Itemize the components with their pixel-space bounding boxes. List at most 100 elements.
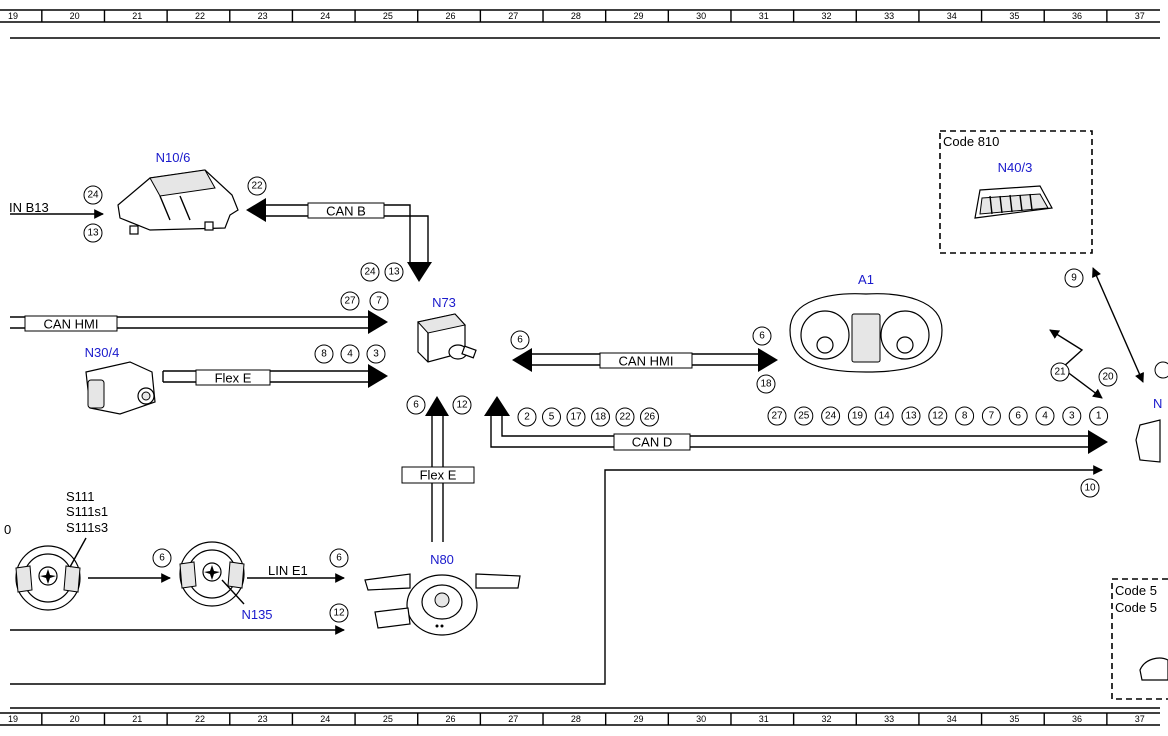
n40-3-link: [1092, 267, 1144, 383]
can-d-right-circle: 13: [901, 406, 921, 426]
can-d-bus: [484, 396, 1108, 454]
svg-text:22: 22: [251, 181, 263, 192]
n10-6-label: N10/6: [156, 150, 191, 165]
svg-text:7: 7: [989, 411, 995, 422]
can-d-right-circle: 4: [1035, 406, 1055, 426]
circle-n73-bottom-a: 6: [406, 395, 426, 415]
top-ruler-label: 32: [821, 11, 831, 21]
top-ruler-label: 34: [947, 11, 957, 21]
can-hmi-left-bus: [10, 310, 388, 334]
n-right-label: N: [1153, 396, 1162, 411]
n10-6-module: [117, 169, 239, 235]
bottom-ruler-label: 37: [1135, 714, 1145, 724]
top-ruler-label: 35: [1009, 11, 1019, 21]
svg-text:24: 24: [364, 267, 376, 278]
top-ruler-label: 21: [132, 11, 142, 21]
can-d-right-circle: 6: [1008, 406, 1028, 426]
svg-text:17: 17: [570, 412, 582, 423]
svg-text:5: 5: [549, 412, 555, 423]
circle-line-12: 12: [329, 603, 349, 623]
top-ruler-label: 20: [70, 11, 80, 21]
svg-text:13: 13: [905, 411, 917, 422]
svg-text:24: 24: [825, 411, 837, 422]
can-d-right-circle: 14: [874, 406, 894, 426]
can-d-right-circle: 7: [981, 406, 1001, 426]
can-hmi-right-label: CAN HMI: [619, 354, 674, 369]
code-810-label: Code 810: [943, 134, 999, 149]
svg-text:22: 22: [619, 412, 631, 423]
svg-text:24: 24: [87, 190, 99, 201]
circle-hmi-left-a: 27: [340, 291, 360, 311]
can-d-left-circle: 5: [542, 407, 561, 427]
svg-text:13: 13: [87, 228, 99, 239]
svg-text:6: 6: [159, 553, 165, 564]
svg-text:20: 20: [1102, 372, 1114, 383]
bottom-ruler-label: 23: [258, 714, 268, 724]
can-d-right-circle: 27: [767, 406, 787, 426]
bottom-ruler-label: 21: [132, 714, 142, 724]
circle-hmi-right-left: 6: [510, 330, 530, 350]
can-d-right-circle: 25: [794, 406, 814, 426]
a1-label: A1: [858, 272, 874, 287]
n40-3-amplifier: [974, 185, 1053, 219]
steering-wheel-left: [15, 545, 81, 611]
svg-text:14: 14: [879, 411, 891, 422]
svg-text:6: 6: [336, 553, 342, 564]
n135-label: N135: [241, 607, 272, 622]
circle-n40-9: 9: [1064, 268, 1084, 288]
svg-text:18: 18: [595, 412, 607, 423]
can-b-bus: [246, 198, 432, 282]
top-ruler-label: 37: [1135, 11, 1145, 21]
top-ruler-label: 19: [8, 11, 18, 21]
n30-4-label: N30/4: [85, 345, 120, 360]
circle-hmi-right-top: 6: [752, 326, 772, 346]
top-ruler-label: 26: [446, 11, 456, 21]
top-ruler-label: 29: [633, 11, 643, 21]
can-b-label: CAN B: [326, 204, 366, 219]
svg-text:19: 19: [852, 411, 864, 422]
top-ruler-label: 27: [508, 11, 518, 21]
svg-text:12: 12: [932, 411, 944, 422]
circle-flex-c: 3: [366, 344, 386, 364]
circle-hmi-left-b: 7: [369, 291, 389, 311]
bottom-ruler-label: 30: [696, 714, 706, 724]
top-ruler-label: 28: [571, 11, 581, 21]
bottom-ruler-label: 25: [383, 714, 393, 724]
can-d-right-circle: 1: [1089, 406, 1109, 426]
circle-n73-bottom-b: 12: [452, 395, 472, 415]
svg-text:12: 12: [456, 400, 468, 411]
top-ruler-label: 33: [884, 11, 894, 21]
svg-text:7: 7: [376, 296, 382, 307]
bottom-ruler-label: 24: [320, 714, 330, 724]
n80-label: N80: [430, 552, 454, 567]
wireless-link: [1049, 329, 1103, 399]
top-ruler-label: 31: [759, 11, 769, 21]
svg-text:12: 12: [333, 608, 345, 619]
bottom-ruler-label: 29: [633, 714, 643, 724]
flex-e-vertical-label: Flex E: [420, 468, 457, 483]
svg-text:6: 6: [1015, 411, 1021, 422]
lin-e1-label: LIN E1: [268, 563, 308, 578]
can-d-right-circle: 8: [955, 406, 975, 426]
s111s1-label: S111s1: [66, 504, 108, 519]
svg-text:3: 3: [1069, 411, 1075, 422]
svg-text:8: 8: [321, 349, 327, 360]
svg-text:4: 4: [1042, 411, 1048, 422]
svg-text:26: 26: [644, 412, 656, 423]
svg-text:2: 2: [524, 412, 530, 423]
partial-circle-number: 0: [4, 522, 11, 537]
can-d-right-numbers: 27 25 24 19 14 13 12 8 7 6 4 3 1: [767, 406, 1109, 426]
s111s3-label: S111s3: [66, 520, 108, 535]
can-d-right-circle: 12: [928, 406, 948, 426]
top-ruler-label: 22: [195, 11, 205, 21]
steering-wheel-right: [179, 541, 245, 607]
svg-text:6: 6: [413, 400, 419, 411]
code-5a-label: Code 5: [1115, 583, 1157, 598]
bottom-ruler-label: 20: [70, 714, 80, 724]
bottom-ruler-label: 28: [571, 714, 581, 724]
svg-text:27: 27: [344, 296, 356, 307]
can-d-left-circle: 17: [566, 407, 586, 427]
